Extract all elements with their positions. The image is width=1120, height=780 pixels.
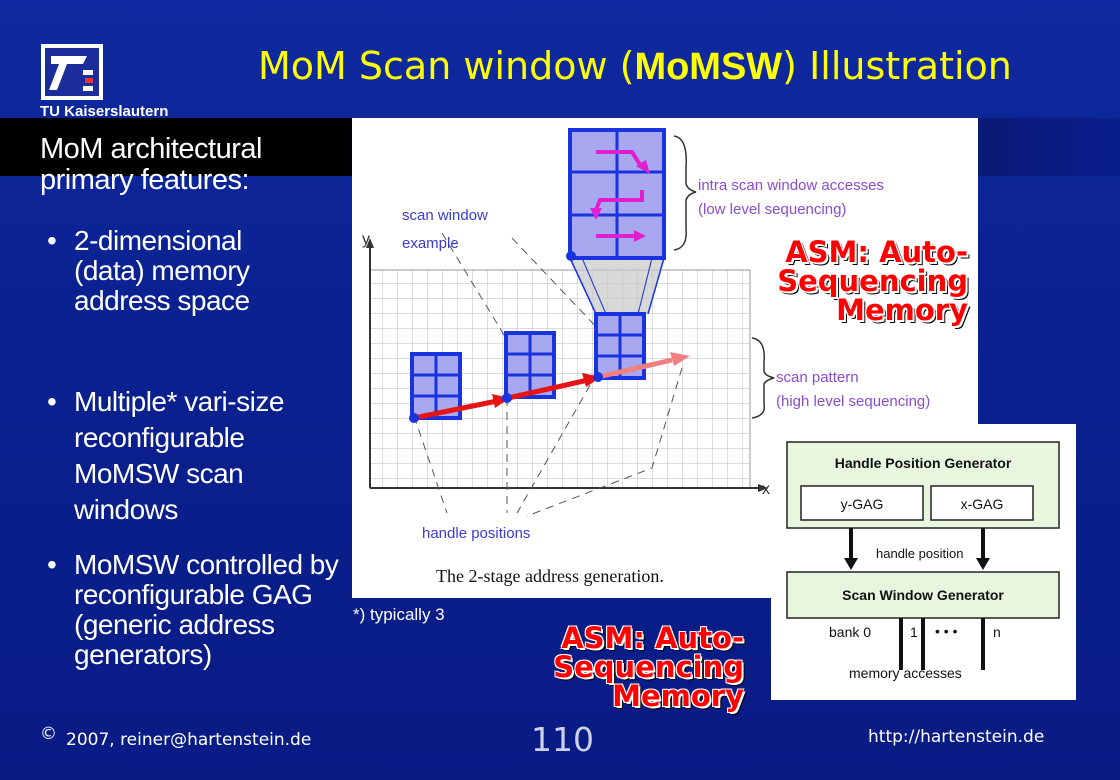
xgag-label: x-GAG (961, 496, 1004, 512)
asm-label-top: ASM: Auto- Sequencing Memory (777, 235, 968, 327)
page-number: 110 (531, 720, 594, 759)
bankn-label: n (993, 624, 1001, 640)
scan-window-1 (410, 352, 462, 420)
slide-title: MoM Scan window (MoMSW) Illustration (258, 44, 1012, 88)
diagram-caption: The 2-stage address generation. (436, 566, 664, 586)
asm-label-bottom: ASM: Auto- Sequencing Memory (553, 621, 744, 713)
memory-accesses-label: memory accesses (849, 665, 962, 681)
scan-window-3 (594, 312, 646, 380)
bank-dots: • • • (935, 623, 958, 639)
bullet-item: •Multiple* vari-size reconfigurable MoMS… (47, 386, 284, 525)
copyright-symbol: © (40, 724, 57, 744)
label-pattern-2: (high level sequencing) (776, 393, 930, 410)
bank1-label: 1 (910, 624, 918, 640)
large-scan-window (566, 128, 666, 261)
axis-x-label: x (762, 481, 770, 498)
bullet-item: •MoMSW controlled by reconfigurable GAG … (47, 549, 339, 670)
swg-label: Scan Window Generator (842, 587, 1004, 603)
axis-y-label: y (362, 231, 370, 248)
bullet-item: •2-dimensional (data) memory address spa… (47, 225, 250, 316)
handle-position-label: handle position (876, 546, 963, 561)
label-intra-1: intra scan window accesses (698, 177, 884, 194)
label-pattern-1: scan pattern (776, 369, 859, 386)
label-handle-positions: handle positions (422, 525, 530, 542)
label-example: example (402, 235, 459, 252)
footnote: *) typically 3 (353, 605, 445, 624)
gag-block-diagram: Handle Position Generator y-GAG x-GAG ha… (771, 424, 1076, 700)
logo-caption: TU Kaiserslautern (40, 103, 169, 120)
features-heading: MoM architectural primary features: (40, 133, 262, 196)
footer-url[interactable]: http://hartenstein.de (868, 727, 1045, 747)
copyright-text: 2007, reiner@hartenstein.de (66, 730, 312, 750)
ygag-label: y-GAG (841, 496, 884, 512)
scan-window-2 (504, 331, 556, 399)
bank0-label: bank 0 (829, 624, 871, 640)
label-intra-2: (low level sequencing) (698, 201, 846, 218)
hpg-label: Handle Position Generator (835, 455, 1012, 471)
tu-logo (41, 44, 103, 100)
label-scan-window: scan window (402, 207, 488, 224)
